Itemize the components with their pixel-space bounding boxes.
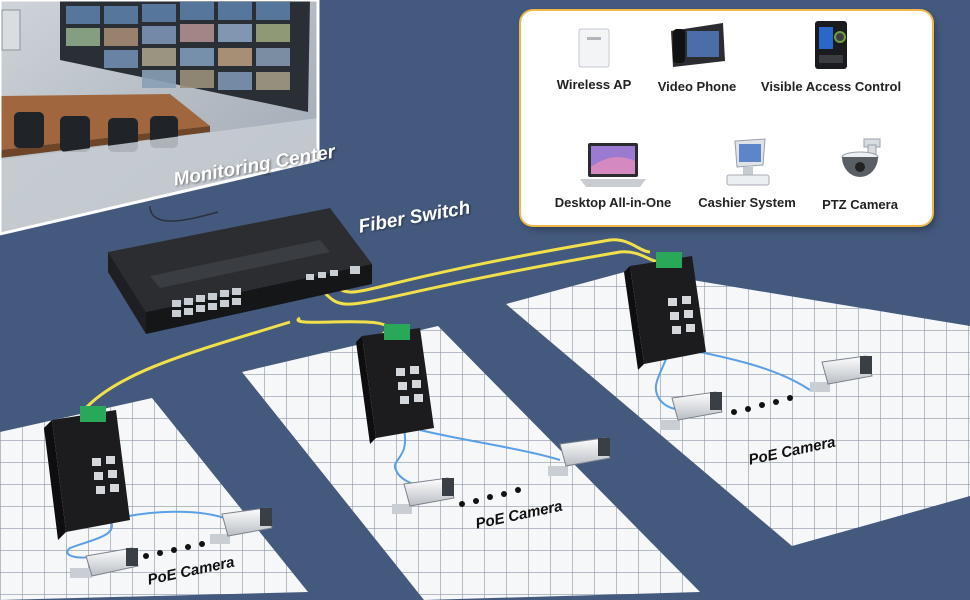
device-ptz-camera: PTZ Camera xyxy=(815,135,905,212)
floor-zone-3 xyxy=(506,270,970,546)
ellipsis-dots xyxy=(143,395,793,559)
wireless-ap-icon xyxy=(578,28,610,68)
fiber-links xyxy=(82,238,661,412)
device-label: Video Phone xyxy=(657,79,737,94)
device-label: Desktop All-in-One xyxy=(554,195,672,210)
device-label: Visible Access Control xyxy=(760,79,902,94)
poe-switch-3 xyxy=(624,252,706,370)
device-access-control: Visible Access Control xyxy=(751,17,911,94)
device-video-phone: Video Phone xyxy=(649,17,745,94)
bullet-camera xyxy=(210,507,273,544)
device-label: Wireless AP xyxy=(556,77,632,92)
device-legend-card: Wireless AP Video Phone Visible Access C… xyxy=(521,11,932,225)
ptz-camera-icon xyxy=(841,138,881,177)
bullet-camera xyxy=(810,355,873,392)
monitoring-center-photo xyxy=(0,0,320,236)
video-phone-icon xyxy=(671,23,725,67)
fiber-switch xyxy=(108,208,372,334)
device-label: PTZ Camera xyxy=(822,197,898,212)
uplink-cable xyxy=(149,205,219,222)
laptop-icon xyxy=(580,143,646,187)
floor-zone-2 xyxy=(242,326,700,600)
poe-switch-2 xyxy=(356,324,434,444)
bullet-camera xyxy=(70,547,139,578)
device-cashier-system: Cashier System xyxy=(691,137,803,210)
cashier-pos-icon xyxy=(726,138,770,186)
bullet-camera xyxy=(660,391,723,430)
bullet-camera xyxy=(548,437,611,476)
bullet-camera xyxy=(392,477,455,514)
access-control-icon xyxy=(815,21,847,69)
device-wireless-ap: Wireless AP xyxy=(543,25,645,92)
poe-switch-1 xyxy=(44,406,130,540)
device-label: Cashier System xyxy=(698,195,796,210)
device-desktop-all-in-one: Desktop All-in-One xyxy=(545,141,681,210)
